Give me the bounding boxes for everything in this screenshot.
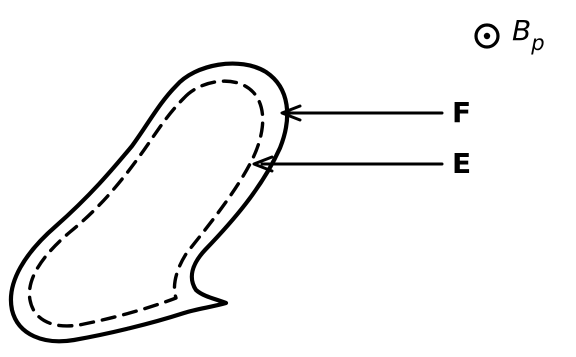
field-symbol-label: Bp — [512, 14, 545, 55]
inner-boundary-dashed-curve — [29, 81, 262, 326]
arrow-e-label: E — [452, 147, 471, 180]
field-symbol-subscript: p — [530, 31, 544, 55]
out-of-page-field-dot-icon — [484, 33, 490, 39]
outer-boundary-curve — [11, 64, 287, 342]
field-symbol-main: B — [512, 14, 531, 47]
arrow-f-label: F — [452, 96, 471, 129]
